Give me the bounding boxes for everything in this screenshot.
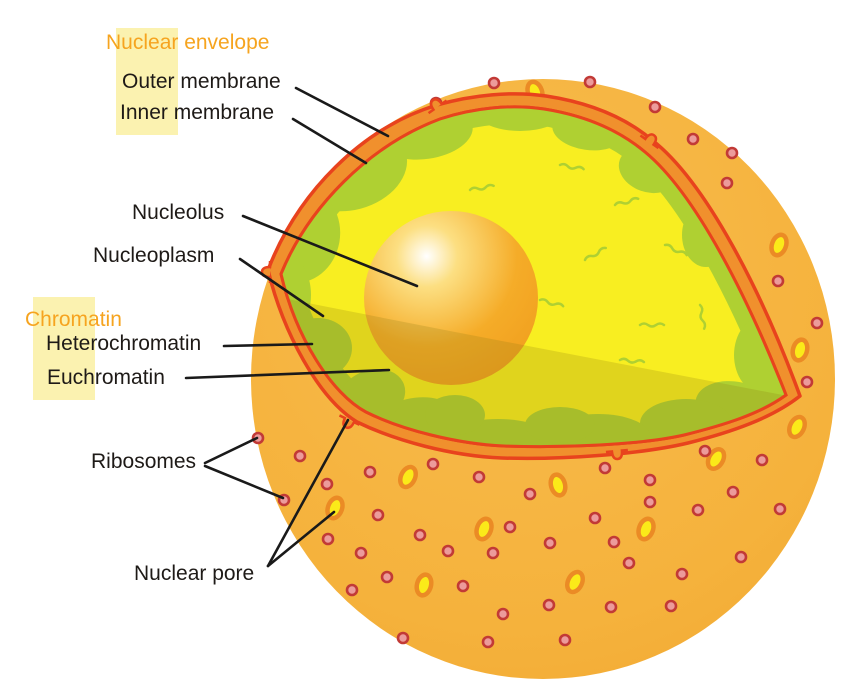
- ribosome-dot: [734, 550, 748, 564]
- ribosome-dot: [487, 76, 501, 90]
- nuclear-pore-surface-oval: [548, 472, 568, 498]
- heterochromatin-line: [222, 342, 314, 348]
- ribosome-dot: [321, 532, 335, 546]
- ribosome-dot: [503, 520, 517, 534]
- chromatin-blob: [525, 407, 595, 443]
- ribosome-dot: [720, 176, 734, 190]
- ribosome-dot: [648, 100, 662, 114]
- ribosome-dot: [771, 274, 785, 288]
- chromatin-blob: [478, 106, 562, 131]
- nuclear-pore-surface-oval: [398, 464, 418, 490]
- nuclear-pore-surface-oval: [414, 572, 434, 598]
- ribosome-dot: [810, 316, 824, 330]
- ribosome-dot: [755, 453, 769, 467]
- chromatin-strand: [638, 322, 666, 328]
- chromatin-strands: [468, 162, 707, 364]
- ribosome-dot: [583, 75, 597, 89]
- ribosome-dot: [396, 631, 410, 645]
- ribosome-dot: [604, 600, 618, 614]
- chromatin-strand: [583, 246, 608, 262]
- chromatin-strand: [698, 303, 707, 330]
- ribosome-dot: [664, 599, 678, 613]
- ribosome-dot: [345, 583, 359, 597]
- label-inner-membrane: Inner membrane: [120, 101, 275, 124]
- chromatin-blob: [425, 395, 485, 435]
- label-euchromatin: Euchromatin: [47, 366, 165, 389]
- ribosome-dot: [698, 444, 712, 458]
- nuclear-pore-surface-oval: [790, 337, 810, 363]
- ribosome-dot: [686, 132, 700, 146]
- ribosome-dot: [543, 536, 557, 550]
- nuclear-pore-line-b: [266, 510, 336, 568]
- label-outer-membrane: Outer membrane: [122, 70, 281, 93]
- surface-pores-layer: [325, 79, 810, 598]
- ribosome-dot: [320, 477, 334, 491]
- label-nuclear-envelope: Nuclear envelope: [106, 31, 270, 54]
- label-nucleolus: Nucleolus: [132, 201, 225, 224]
- ribosome-dot: [481, 635, 495, 649]
- outer-membrane-line: [294, 86, 390, 138]
- nuclear-pore-surface-oval: [705, 447, 727, 471]
- ribosome-dot: [354, 546, 368, 560]
- nuclear-envelope-highlight: [116, 28, 178, 135]
- ribosome-dot: [523, 487, 537, 501]
- chromatin-strand: [613, 196, 640, 207]
- nucleolus-body: [364, 211, 538, 385]
- ribosomes-line-a: [203, 436, 259, 465]
- ribosome-dot: [691, 503, 705, 517]
- chromatin-strand: [663, 243, 689, 257]
- chromatin-highlight: [33, 297, 95, 400]
- ribosome-dot: [496, 607, 510, 621]
- nuclear-pore-line-a: [266, 418, 350, 568]
- ribosome-dot: [380, 570, 394, 584]
- ribosome-dot: [622, 556, 636, 570]
- ribosome-dot: [363, 465, 377, 479]
- ribosome-dot: [598, 461, 612, 475]
- leader-lines-layer: [184, 86, 419, 568]
- ribosome-dot: [558, 633, 572, 647]
- ribosome-dot: [472, 470, 486, 484]
- ribosome-dot: [607, 535, 621, 549]
- ribosome-dot: [643, 495, 657, 509]
- ribosome-dot: [413, 528, 427, 542]
- ribosome-dot: [441, 544, 455, 558]
- ribosome-dot: [426, 457, 440, 471]
- chromatin-strand: [538, 298, 565, 308]
- ribosome-dot: [371, 508, 385, 522]
- ribosome-dot: [675, 567, 689, 581]
- label-nuclear-pore: Nuclear pore: [134, 562, 255, 585]
- label-ribosomes: Ribosomes: [91, 450, 197, 473]
- ribosome-dot: [486, 546, 500, 560]
- chromatin-strand: [558, 162, 585, 171]
- inner-membrane-line: [291, 117, 368, 165]
- ribosome-dot: [800, 375, 814, 389]
- ribosome-dot: [725, 146, 739, 160]
- nuclear-pore-surface-oval: [787, 414, 807, 440]
- label-heterochromatin: Heterochromatin: [46, 332, 202, 355]
- ribosome-dot: [643, 473, 657, 487]
- chromatin-strand: [618, 357, 646, 364]
- ribosome-dot: [293, 449, 307, 463]
- nuclear-pore-surface-oval: [636, 516, 656, 542]
- nuclear-pore-surface-oval: [565, 569, 585, 595]
- chromatin-strand: [468, 183, 495, 192]
- nuclear-pore-surface-oval: [474, 516, 494, 542]
- ribosomes-line-b: [203, 464, 285, 500]
- nucleoplasm-line: [238, 257, 325, 318]
- ribosome-dot: [542, 598, 556, 612]
- ribosome-dot: [773, 502, 787, 516]
- ribosomes-layer: [251, 75, 824, 649]
- label-chromatin: Chromatin: [25, 308, 122, 331]
- ribosome-dot: [588, 511, 602, 525]
- nucleolus-line: [241, 214, 419, 288]
- nuclear-pore-surface-oval: [769, 232, 789, 258]
- euchromatin-line: [184, 368, 391, 380]
- ribosome-dot: [726, 485, 740, 499]
- label-nucleoplasm: Nucleoplasm: [93, 244, 215, 267]
- ribosome-dot: [456, 579, 470, 593]
